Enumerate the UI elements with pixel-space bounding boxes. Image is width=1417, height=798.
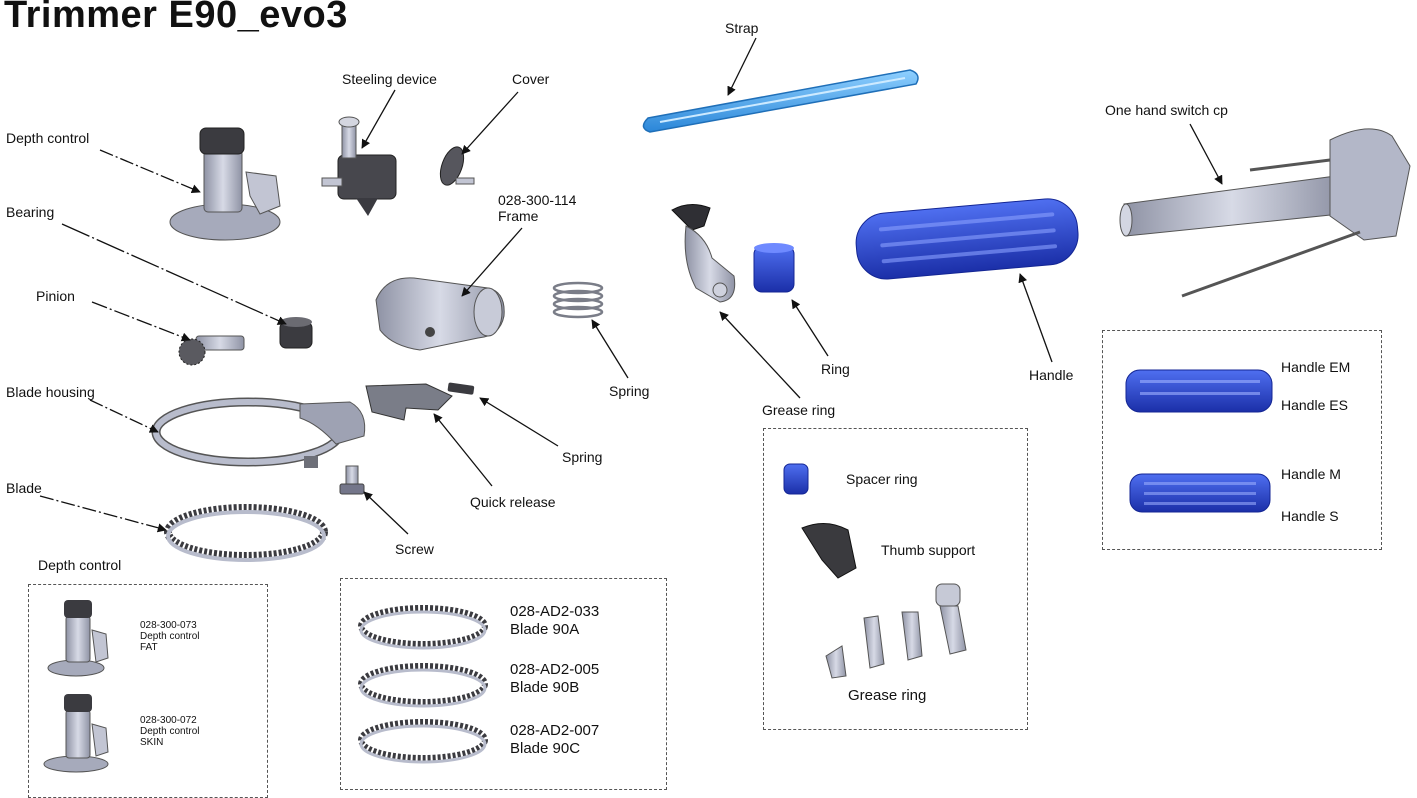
- blade-housing-arrow: [89, 399, 159, 433]
- depth-control-variants-box: [28, 584, 268, 798]
- quick-release-part: [365, 383, 453, 421]
- label-spacer-ring: Spacer ring: [846, 471, 918, 487]
- grease-ring-variants-part: [825, 583, 967, 679]
- blade-90b-name: Blade 90B: [510, 679, 580, 696]
- blade-90c-name: Blade 90C: [510, 740, 581, 757]
- grease-ring-arrow: [719, 311, 801, 399]
- label-handle-es: Handle ES: [1281, 397, 1348, 413]
- cover-arrow: [461, 91, 519, 155]
- label-blade-housing: Blade housing: [6, 384, 95, 400]
- label-spring-lower: Spring: [562, 449, 603, 465]
- depth-fat-name: Depth control: [140, 631, 200, 642]
- screw-part: [339, 465, 365, 495]
- depth-control-fat-part: [47, 600, 109, 677]
- blade-90c-part: [358, 719, 488, 764]
- blade-90c-code: 028-AD2-007: [510, 722, 600, 739]
- label-frame: Frame: [498, 208, 539, 224]
- quick-release-arrow: [433, 413, 493, 487]
- depth-box-heading: Depth control: [38, 557, 122, 573]
- blade-housing-part: [151, 397, 366, 468]
- strap-arrow: [727, 37, 757, 96]
- label-pinion: Pinion: [36, 288, 75, 304]
- label-strap: Strap: [725, 20, 759, 36]
- depth-control-part: [169, 127, 281, 241]
- depth-control-skin-part: [43, 694, 109, 773]
- depth-control-arrow: [99, 149, 201, 194]
- blade-90a-part: [358, 605, 488, 650]
- label-handle-m: Handle M: [1281, 466, 1341, 482]
- grease-ring-variants-box: [763, 428, 1028, 730]
- steeling-device-arrow: [361, 89, 396, 149]
- label-spring-upper: Spring: [609, 383, 650, 399]
- blade-90a-code: 028-AD2-033: [510, 603, 600, 620]
- pinion-arrow: [91, 301, 191, 342]
- handle-variants-box: [1102, 330, 1382, 550]
- depth-skin-code: 028-300-072: [140, 715, 197, 726]
- label-blade: Blade: [6, 480, 42, 496]
- spring-lower-part: [447, 382, 475, 395]
- label-cover: Cover: [512, 71, 550, 87]
- ring-arrow: [791, 299, 829, 357]
- blade-variants-box: [340, 578, 667, 790]
- label-grease-ring: Grease ring: [762, 402, 836, 418]
- frame-part: [375, 277, 505, 351]
- cover-part: [439, 146, 475, 186]
- label-handle: Handle: [1029, 367, 1074, 383]
- blade-arrow: [39, 495, 167, 533]
- spring-upper-arrow: [591, 319, 629, 379]
- blade-part: [164, 504, 328, 562]
- ring-part: [753, 243, 795, 293]
- steeling-device-part: [321, 116, 397, 216]
- depth-skin-name: Depth control: [140, 726, 200, 737]
- blade-90b-code: 028-AD2-005: [510, 661, 600, 678]
- depth-fat-variant: FAT: [140, 642, 158, 653]
- one-hand-switch-arrow: [1189, 123, 1223, 185]
- screw-arrow: [363, 491, 409, 535]
- thumb-support-part: [801, 523, 857, 579]
- grease-ring-part: [671, 204, 736, 303]
- label-screw: Screw: [395, 541, 434, 557]
- spring-upper-part: [552, 281, 604, 319]
- label-handle-s: Handle S: [1281, 508, 1339, 524]
- handle-em-es-part: [1125, 369, 1273, 413]
- blade-90b-part: [358, 663, 488, 708]
- handle-arrow: [1018, 273, 1053, 363]
- page-title: Trimmer E90_evo3: [4, 0, 348, 36]
- label-one-hand-switch: One hand switch cp: [1105, 102, 1228, 118]
- label-frame-code: 028-300-114: [498, 192, 577, 208]
- one-hand-switch-part: [1119, 128, 1411, 298]
- bearing-part: [279, 317, 313, 349]
- label-quick-release: Quick release: [470, 494, 556, 510]
- label-grease-ring-box: Grease ring: [848, 687, 927, 704]
- label-depth-control: Depth control: [6, 130, 90, 146]
- frame-arrow: [461, 227, 523, 297]
- depth-fat-code: 028-300-073: [140, 620, 197, 631]
- label-ring: Ring: [821, 361, 850, 377]
- label-thumb-support: Thumb support: [881, 542, 976, 558]
- handle-part: [855, 198, 1079, 280]
- blade-90a-name: Blade 90A: [510, 621, 580, 638]
- label-handle-em: Handle EM: [1281, 359, 1351, 375]
- label-bearing: Bearing: [6, 204, 55, 220]
- pinion-part: [178, 335, 245, 366]
- depth-skin-variant: SKIN: [140, 737, 164, 748]
- label-steeling-device: Steeling device: [342, 71, 437, 87]
- handle-m-s-part: [1129, 473, 1271, 513]
- spacer-ring-part: [783, 463, 809, 495]
- bearing-arrow: [61, 223, 287, 325]
- strap-part: [642, 69, 919, 133]
- spring-lower-arrow: [479, 397, 559, 447]
